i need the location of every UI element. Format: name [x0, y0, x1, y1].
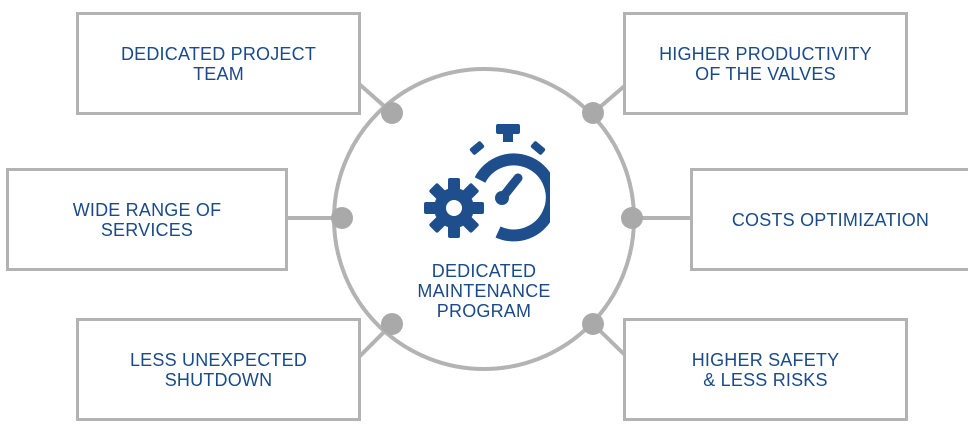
node-mid-right: [621, 207, 643, 229]
benefit-label: WIDE RANGE OF SERVICES: [72, 199, 222, 240]
benefit-dedicated-project-team: DEDICATED PROJECT TEAM: [76, 12, 361, 115]
node-bottom-right: [582, 313, 604, 335]
node-bottom-left: [381, 313, 403, 335]
benefit-label: DEDICATED PROJECT TEAM: [120, 43, 317, 84]
benefit-wide-range-of-services: WIDE RANGE OF SERVICES: [6, 168, 288, 271]
stopwatch-gear-icon: [420, 122, 558, 247]
benefit-higher-productivity: HIGHER PRODUCTIVITY OF THE VALVES: [623, 12, 908, 115]
benefit-label: LESS UNEXPECTED SHUTDOWN: [129, 349, 308, 390]
benefit-costs-optimization: COSTS OPTIMIZATION: [690, 168, 968, 271]
benefit-label: COSTS OPTIMIZATION: [731, 209, 930, 230]
benefit-less-unexpected-shutdown: LESS UNEXPECTED SHUTDOWN: [76, 318, 361, 421]
center-program-label: DEDICATED MAINTENANCE PROGRAM: [417, 261, 551, 321]
benefit-label: HIGHER PRODUCTIVITY OF THE VALVES: [659, 43, 872, 84]
node-top-left: [381, 102, 403, 124]
benefit-higher-safety: HIGHER SAFETY & LESS RISKS: [623, 318, 908, 421]
benefit-label: HIGHER SAFETY & LESS RISKS: [691, 349, 840, 390]
node-top-right: [582, 102, 604, 124]
node-mid-left: [331, 207, 353, 229]
